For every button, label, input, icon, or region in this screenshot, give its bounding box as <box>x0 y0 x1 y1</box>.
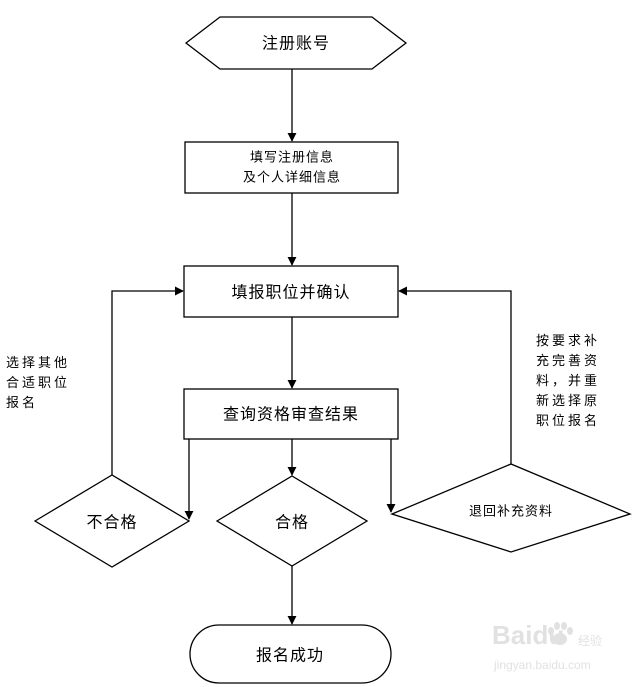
paw-icon <box>548 622 573 645</box>
qualified-decision <box>215 475 369 567</box>
note-choose-other-position: 选择其他 合适职位 报名 <box>6 356 71 411</box>
watermark: Baidu 经验 jingyan.baidu.com <box>484 614 634 684</box>
fill-position-node <box>183 265 399 318</box>
success-node <box>189 624 392 684</box>
register-label: 注册账号 <box>262 34 330 53</box>
note-supplement-and-reapply: 按要求补 充完善资 料，并重 新选择原 职位报名 <box>536 334 601 429</box>
fill-info-label-line2: 及个人详细信息 <box>243 170 341 186</box>
fill-position-label: 填报职位并确认 <box>231 283 350 302</box>
fill-info-label-line1: 填写注册信息 <box>250 150 334 166</box>
watermark-sub: 经验 <box>578 634 603 648</box>
return-supplement-label: 退回补充资料 <box>469 504 553 520</box>
edge-return-loop <box>398 286 512 464</box>
edge-unqualified-loop <box>111 286 184 475</box>
query-result-node <box>183 388 399 440</box>
query-result-label: 查询资格审查结果 <box>223 405 359 424</box>
watermark-brand: Baidu <box>492 620 565 650</box>
unqualified-decision <box>33 474 191 568</box>
qualified-label: 合格 <box>275 513 309 532</box>
success-label: 报名成功 <box>256 646 324 665</box>
return-supplement-decision <box>390 463 632 553</box>
register-node <box>184 16 408 70</box>
unqualified-label: 不合格 <box>86 513 137 532</box>
fill-info-node <box>184 141 399 194</box>
watermark-url: jingyan.baidu.com <box>494 658 591 672</box>
